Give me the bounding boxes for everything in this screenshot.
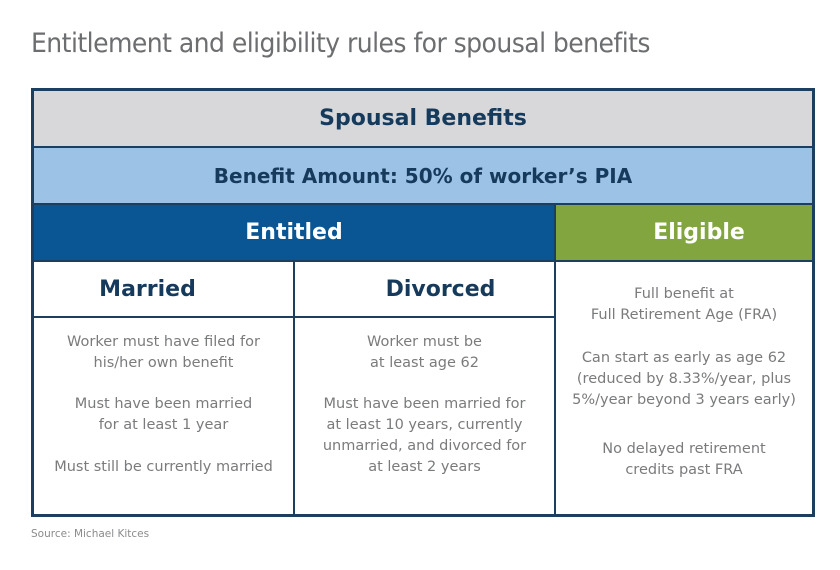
benefit-amount-label: Benefit Amount: 50% of worker’s PIA xyxy=(213,163,633,188)
divorced-rule: Must have been married for at least 10 y… xyxy=(322,396,527,475)
page-title: Entitlement and eligibility rules for sp… xyxy=(31,28,651,59)
eligible-rules: Full benefit at Full Retirement Age (FRA… xyxy=(556,262,812,514)
benefit-amount-row: Benefit Amount: 50% of worker’s PIA xyxy=(34,148,812,203)
divorced-header: Divorced xyxy=(295,262,554,316)
married-rules: Worker must have filed for his/her own b… xyxy=(34,318,293,514)
entitled-label: Entitled xyxy=(245,220,343,245)
eligible-rule: Full benefit at Full Retirement Age (FRA… xyxy=(590,286,778,323)
divorced-rules: Worker must be at least age 62 Must have… xyxy=(295,318,554,514)
eligible-label: Eligible xyxy=(653,220,745,245)
eligible-header: Eligible xyxy=(556,205,812,260)
married-rule: Must have been married for at least 1 ye… xyxy=(74,396,253,433)
eligible-rule: Can start as early as age 62 (reduced by… xyxy=(572,350,796,408)
source-note: Source: Michael Kitces xyxy=(31,528,150,540)
married-label: Married xyxy=(99,276,196,302)
divorced-label: Divorced xyxy=(385,276,496,302)
married-rule: Must still be currently married xyxy=(54,459,273,475)
eligible-rule: No delayed retirement credits past FRA xyxy=(602,441,766,478)
married-header: Married xyxy=(34,262,293,316)
spousal-benefits-table: Spousal Benefits Benefit Amount: 50% of … xyxy=(31,88,815,517)
married-rule: Worker must have filed for his/her own b… xyxy=(67,334,260,371)
table-header: Spousal Benefits xyxy=(34,91,812,146)
divorced-rule: Worker must be at least age 62 xyxy=(367,334,482,371)
table-header-label: Spousal Benefits xyxy=(319,106,527,131)
entitled-header: Entitled xyxy=(34,205,554,260)
